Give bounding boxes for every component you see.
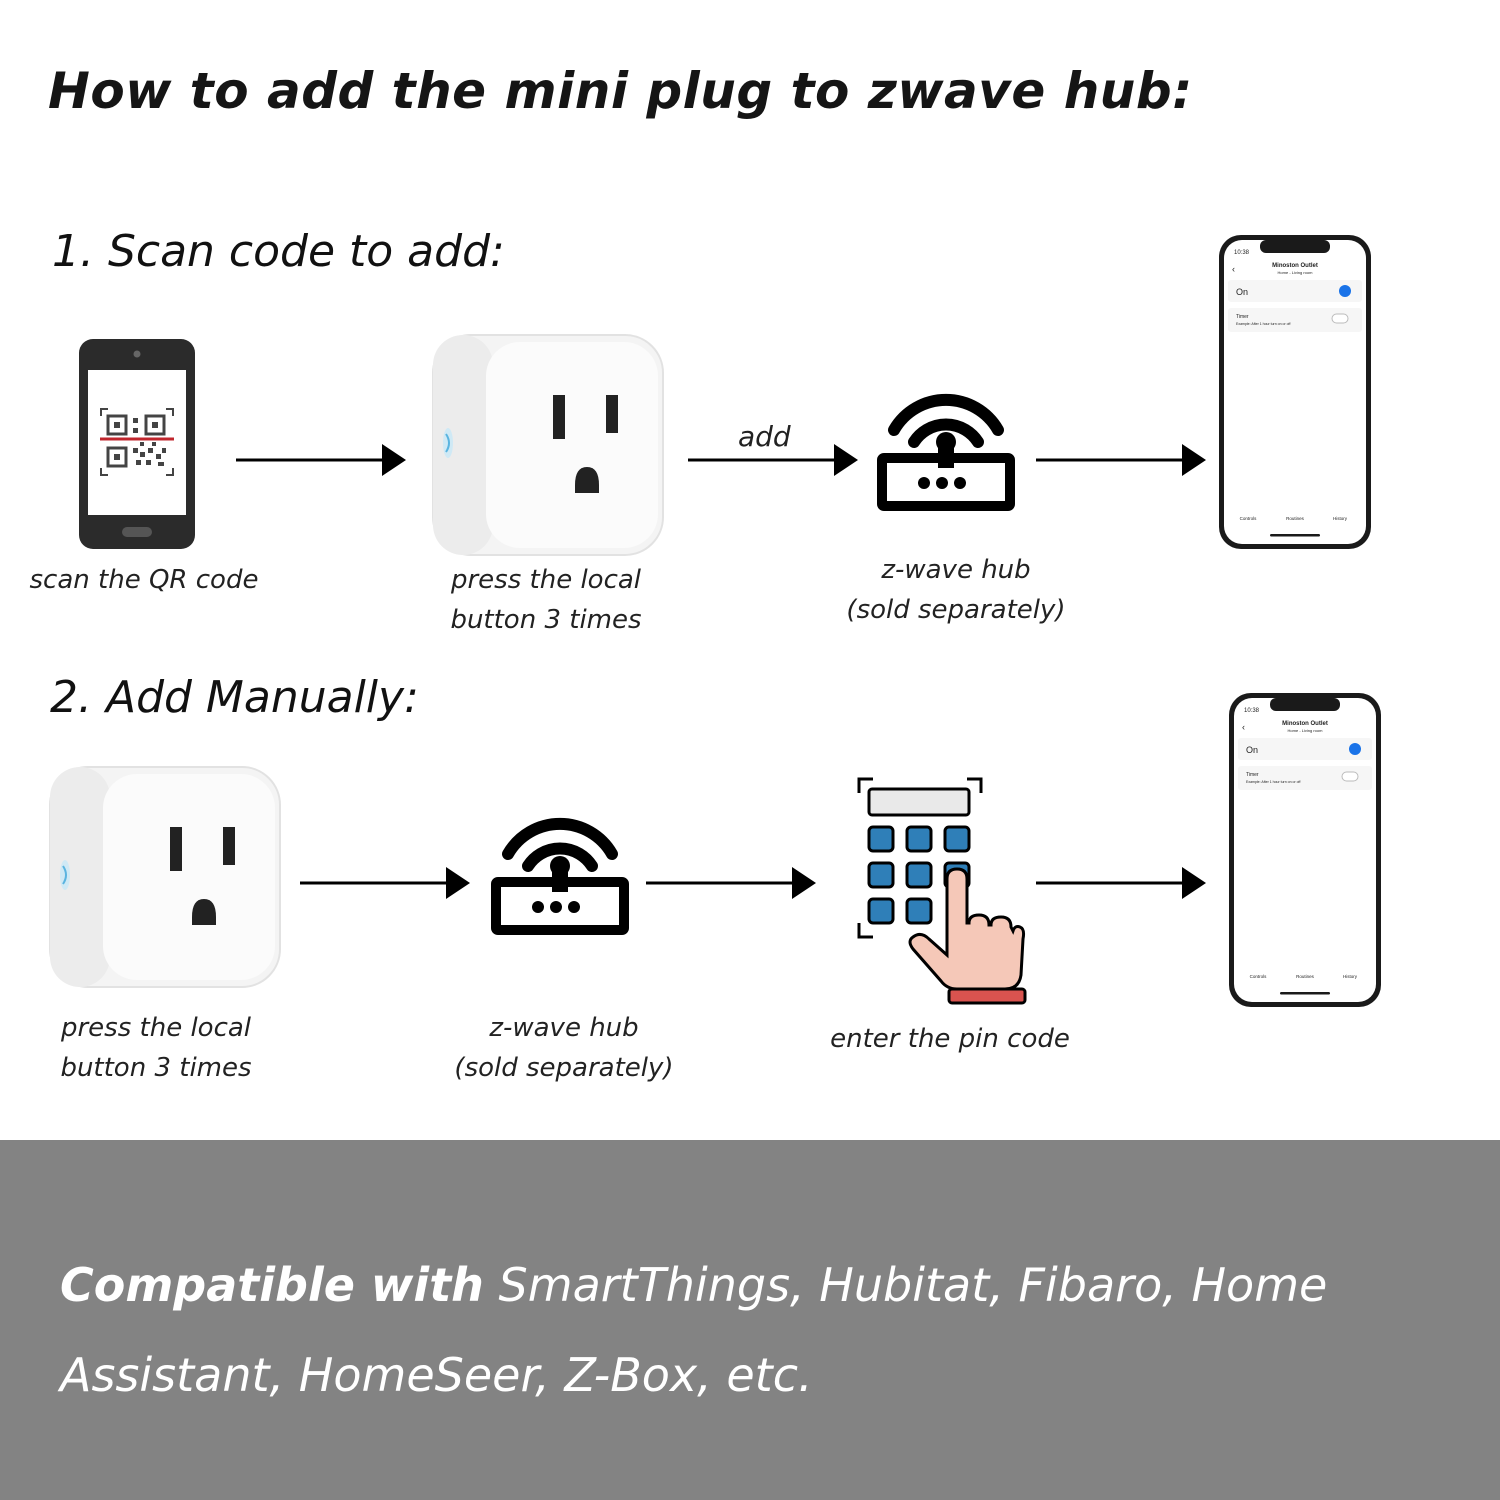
mini-plug-image — [428, 330, 668, 560]
press-caption-2: press the local button 3 times — [36, 1008, 276, 1088]
arrow-4-icon — [300, 865, 470, 901]
pin-caption: enter the pin code — [830, 1024, 1070, 1054]
mini-plug-image-2 — [45, 762, 285, 992]
smartphone-app-icon: 10:38 ‹ Minoston Outlet Home - Living ro… — [1219, 235, 1371, 549]
app-timer-label-2: Timer — [1246, 772, 1259, 778]
press-caption-2-line2: button 3 times — [60, 1053, 252, 1083]
power-toggle-icon — [1339, 285, 1351, 297]
zwave-hub-icon-2 — [490, 796, 630, 936]
hub-caption-1: z-wave hub (sold separately) — [826, 550, 1086, 630]
smartphone-app-icon-2: 10:38 ‹ Minoston Outlet Home - Living ro… — [1229, 693, 1381, 1007]
hub-caption-1-line1: z-wave hub — [881, 555, 1031, 585]
app-state-2: On — [1246, 745, 1258, 755]
app-tab-routines: Routines — [1286, 516, 1305, 521]
compatibility-banner — [0, 1140, 1500, 1500]
arrow-6-icon — [1036, 865, 1206, 901]
app-tab-history: History — [1333, 516, 1348, 521]
app-device-name: Minoston Outlet — [1272, 263, 1318, 269]
press-caption-2-line1: press the local — [60, 1013, 252, 1043]
press-caption-1-line2: button 3 times — [450, 605, 642, 635]
app-tab-controls: Controls — [1240, 516, 1258, 521]
app-state: On — [1236, 287, 1248, 297]
arrow-5-icon — [646, 865, 816, 901]
compatibility-list: SmartThings, Hubitat, Fibaro, Home Assis… — [60, 1258, 1328, 1402]
compatibility-bold: Compatible with — [60, 1258, 484, 1312]
section-2-heading: 2. Add Manually: — [50, 672, 419, 723]
arrow-1-icon — [236, 442, 406, 478]
app-timer-desc-2: Example: After 1 hour turn on or off — [1246, 780, 1300, 784]
arrow-3-icon — [1036, 442, 1206, 478]
compatibility-text: Compatible with SmartThings, Hubitat, Fi… — [60, 1240, 1460, 1420]
press-caption-1-line1: press the local — [450, 565, 642, 595]
app-timer-desc: Example: After 1 hour turn on or off — [1236, 322, 1290, 326]
arrow-2-icon — [688, 442, 858, 478]
app-tab-routines-2: Routines — [1296, 974, 1315, 979]
section-1-heading: 1. Scan code to add: — [52, 226, 505, 277]
power-toggle-icon-2 — [1349, 743, 1361, 755]
keypad-pin-icon — [857, 777, 1027, 1005]
hub-caption-2: z-wave hub (sold separately) — [434, 1008, 694, 1088]
press-caption-1: press the local button 3 times — [426, 560, 666, 640]
app-device-name-2: Minoston Outlet — [1282, 721, 1328, 727]
app-time: 10:38 — [1234, 250, 1250, 256]
phone-qr-icon — [79, 339, 195, 549]
svg-text:‹: ‹ — [1232, 264, 1235, 274]
hub-caption-2-line2: (sold separately) — [454, 1053, 674, 1083]
app-location: Home - Living room — [1278, 270, 1314, 275]
scan-caption: scan the QR code — [29, 565, 259, 595]
app-location-2: Home - Living room — [1288, 728, 1324, 733]
add-arrow-label: add — [738, 420, 791, 453]
app-time-2: 10:38 — [1244, 708, 1260, 714]
hub-caption-2-line1: z-wave hub — [489, 1013, 639, 1043]
app-tab-controls-2: Controls — [1250, 974, 1268, 979]
svg-text:‹: ‹ — [1242, 722, 1245, 732]
zwave-hub-icon — [876, 372, 1016, 512]
app-timer-label: Timer — [1236, 314, 1249, 320]
page-title: How to add the mini plug to zwave hub: — [48, 62, 1193, 120]
hub-caption-1-line2: (sold separately) — [846, 595, 1066, 625]
app-tab-history-2: History — [1343, 974, 1358, 979]
